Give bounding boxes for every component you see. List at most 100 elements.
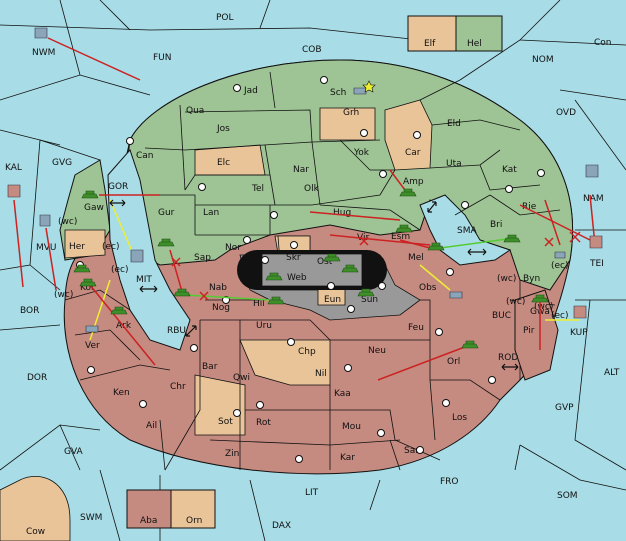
land-label-eld: Eld (447, 119, 461, 129)
supply-center-icon (360, 129, 368, 137)
land-label-elc: Elc (217, 158, 230, 168)
order-arrow (544, 199, 561, 246)
tank-icon (79, 278, 97, 287)
tank-icon (357, 288, 375, 297)
land-label-qua: Qua (186, 106, 204, 116)
fleet-icon (353, 87, 367, 95)
sea-label-gor: GOR (108, 182, 128, 192)
land-label-esm: Esm (391, 232, 410, 242)
sea-label-swm: SWM (80, 513, 102, 523)
land-east-spit (514, 289, 559, 381)
supply-center-icon (87, 366, 95, 374)
cross-icon (544, 237, 554, 247)
land-label-nog: Nog (212, 303, 230, 313)
cut-markers (171, 231, 581, 301)
supply-center-icon (505, 185, 513, 193)
supply-center-icon (377, 429, 385, 437)
legend-swatch-elf (407, 15, 457, 52)
land-label-lan: Lan (203, 208, 219, 218)
land-label-ost: Ost (317, 257, 333, 267)
land-label-orl: Orl (447, 357, 460, 367)
coast-label: (ec) (111, 265, 129, 275)
tank-icon (81, 190, 99, 199)
two-way-arrow-icon (185, 325, 197, 337)
supply-center-icon (327, 282, 335, 290)
tank-icon (427, 242, 445, 251)
land-label-car: Car (405, 148, 421, 158)
coast-label: (wc) (54, 290, 73, 300)
fleet-icon (34, 27, 48, 39)
fleet-icon (585, 164, 599, 178)
land-label-byn: Byn (523, 274, 540, 284)
cross-icon (199, 291, 209, 301)
land-label-hil: Hil (253, 299, 265, 309)
fleet-icon (554, 251, 566, 259)
land-label-kar: Kar (340, 453, 355, 463)
supply-center-icon (537, 169, 545, 177)
land-label-mou: Mou (342, 422, 361, 432)
two-way-arrow-icon (501, 363, 519, 371)
supply-center-icon (256, 401, 264, 409)
supply-center-icon (320, 76, 328, 84)
tank-icon (341, 264, 359, 273)
supply-center-icon (379, 170, 387, 178)
coast-label: (ec) (102, 242, 120, 252)
coast-label: (wc) (58, 217, 77, 227)
legend-label-hel: Hel (467, 39, 482, 49)
order-arrow (109, 199, 136, 259)
fleet-icon (573, 305, 587, 319)
land-label-mel: Mel (408, 253, 424, 263)
coast-label: (wc) (497, 274, 516, 284)
cross-icon (171, 257, 181, 267)
sea-label-sma: SMA (457, 226, 477, 236)
coast-label: (ec) (551, 311, 569, 321)
fleets (7, 27, 603, 333)
order-arrow (419, 264, 451, 291)
passages (109, 199, 519, 371)
supply-center-icon (446, 268, 454, 276)
sea-label-kal: KAL (5, 163, 22, 173)
sea-label-alt: ALT (604, 368, 620, 378)
supply-center-icon (442, 399, 450, 407)
cross-icon (569, 231, 581, 243)
land-label-obs: Obs (419, 283, 437, 293)
land-label-uru: Uru (256, 321, 272, 331)
legend-label-orn: Orn (186, 516, 202, 526)
sea-label-fro: FRO (440, 477, 459, 487)
land-label-jad: Jad (243, 86, 258, 96)
land-label-jos: Jos (216, 124, 230, 134)
fleet-icon (7, 184, 21, 198)
tank-icon (461, 340, 479, 349)
two-way-arrow-icon (467, 248, 487, 256)
coast-labels: (wc) (ec) (ec) (wc) (wc) (ec) (wc) (ec) … (54, 217, 569, 321)
order-arrow (89, 284, 156, 366)
cross-icon (359, 236, 369, 246)
land-label-kaa: Kaa (334, 389, 351, 399)
sea-label-lit: LIT (305, 488, 319, 498)
land-label-sch: Sch (330, 88, 346, 98)
supply-center-icon (378, 282, 386, 290)
sea-label-kup: KUP (570, 328, 588, 338)
fleet-icon (589, 235, 603, 249)
sea-label-gvp: GVP (555, 403, 574, 413)
tank-icon (173, 288, 191, 297)
supply-center-icon (435, 328, 443, 336)
land-label-rie: Rie (522, 202, 537, 212)
tank-icon (323, 253, 341, 262)
legend-top: Elf Hel (407, 15, 503, 52)
land-label-nor: Nor (225, 243, 241, 253)
land-label-ken: Ken (113, 388, 130, 398)
land-label-bar: Bar (202, 362, 218, 372)
supply-center-icon (190, 344, 198, 352)
land-label-web: Web (287, 273, 307, 283)
land-label-tel: Tel (251, 184, 264, 194)
land-label-los: Los (452, 413, 467, 423)
supply-center-icon (243, 236, 251, 244)
land-label-nab: Nab (209, 283, 227, 293)
land-label-yok: Yok (353, 148, 370, 158)
sea-label-gvg: GVG (52, 158, 72, 168)
supply-center-icon (344, 364, 352, 372)
land-label-can: Can (136, 151, 154, 161)
order-arrow (45, 227, 57, 291)
order-arrow (377, 344, 471, 381)
